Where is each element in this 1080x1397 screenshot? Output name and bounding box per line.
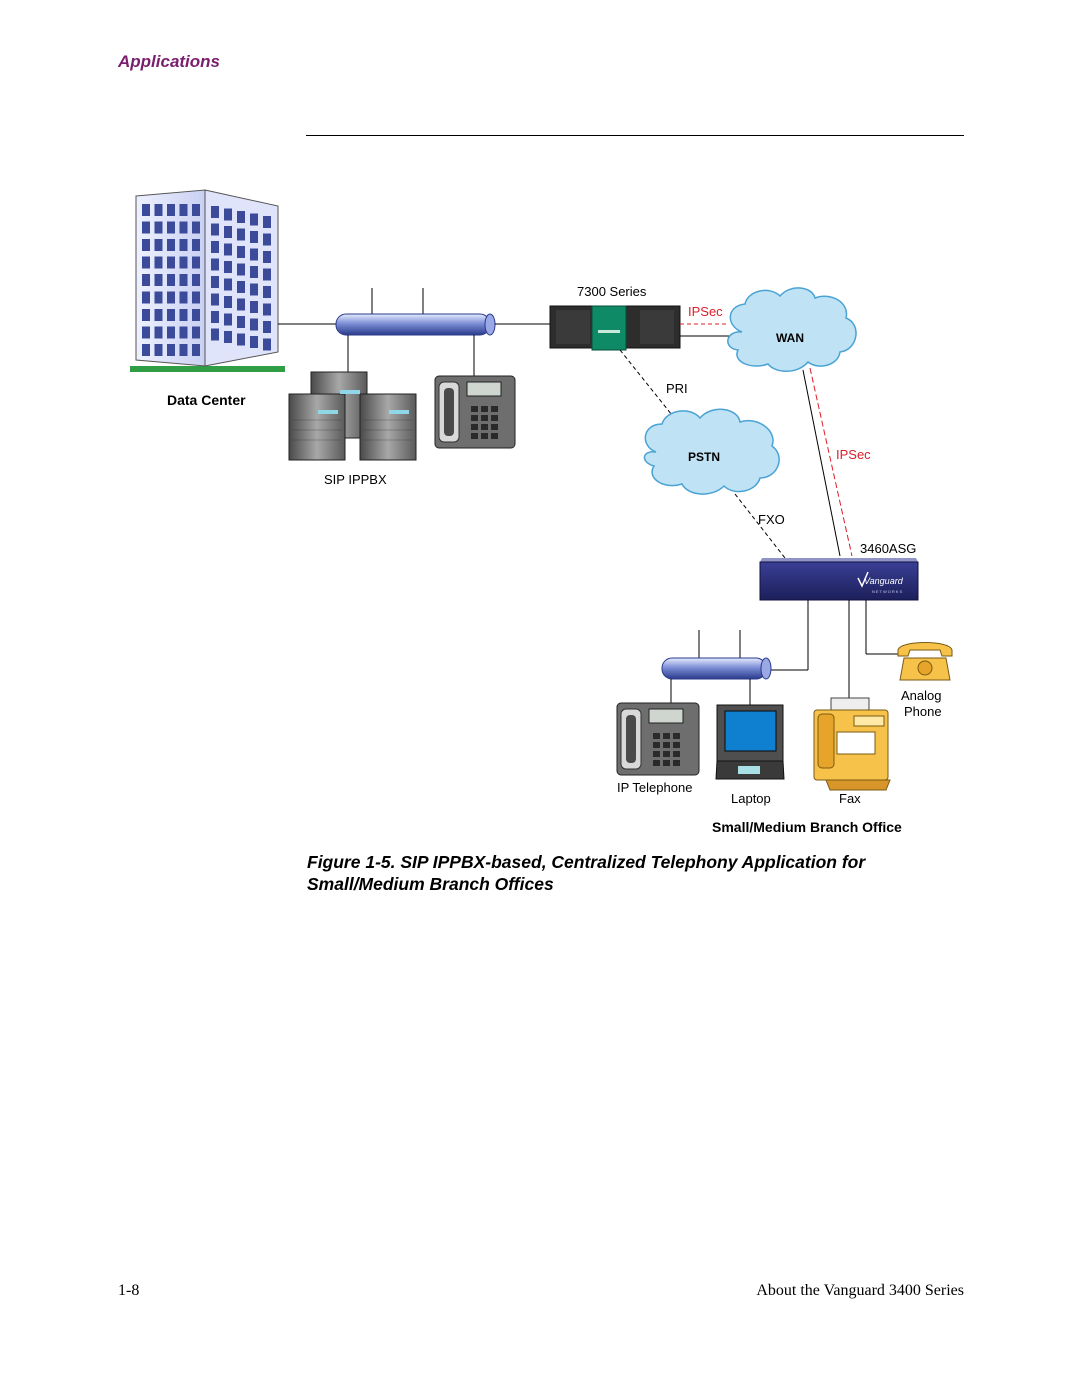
branch-office-label: Small/Medium Branch Office	[712, 819, 902, 835]
ipsec-top-label: IPSec	[688, 304, 723, 319]
laptop-icon	[715, 704, 785, 780]
vanguard-logo-text: Vanguard	[864, 576, 904, 586]
wan-cloud-icon	[727, 287, 857, 372]
datacenter-lan-bus	[278, 288, 550, 376]
header-rule	[306, 135, 964, 136]
analog-phone-label-2: Phone	[904, 704, 942, 719]
laptop-label: Laptop	[731, 791, 771, 806]
section-header: Applications	[118, 52, 221, 71]
series-7300-label: 7300 Series	[577, 284, 647, 299]
asg-3460-router-icon: Vanguard NETWORKS	[759, 558, 919, 601]
analog-phone-label-1: Analog	[901, 688, 941, 703]
figure-caption-line2: Small/Medium Branch Offices	[307, 874, 554, 894]
sip-ippbx-label: SIP IPPBX	[324, 472, 387, 487]
vanguard-logo-sub: NETWORKS	[872, 589, 903, 594]
branch-lan-bus	[661, 630, 772, 706]
pstn-cloud-icon	[643, 408, 780, 495]
ip-phone-icon	[434, 375, 516, 449]
fxo-label: FXO	[758, 512, 785, 527]
sip-ippbx-servers-icon	[288, 371, 417, 461]
figure-caption-line1: Figure 1-5. SIP IPPBX-based, Centralized…	[307, 852, 866, 872]
figure-caption: Figure 1-5. SIP IPPBX-based, Centralized…	[307, 851, 967, 895]
pri-label: PRI	[666, 381, 688, 396]
building-icon	[130, 189, 285, 372]
branch-ip-phone-icon	[616, 702, 700, 776]
ipsec-right-label: IPSec	[836, 447, 871, 462]
fax-icon	[813, 697, 891, 791]
analog-phone-icon	[897, 642, 953, 681]
fax-label: Fax	[839, 791, 861, 806]
page-number: 1-8	[118, 1282, 140, 1299]
data-center-label: Data Center	[167, 392, 246, 408]
ip-telephone-label: IP Telephone	[617, 780, 692, 795]
wan-label: WAN	[776, 331, 804, 345]
pstn-label: PSTN	[688, 450, 720, 464]
router-7300-icon	[549, 305, 681, 351]
footer-doc-title: About the Vanguard 3400 Series	[756, 1282, 964, 1299]
asg-label: 3460ASG	[860, 541, 916, 556]
